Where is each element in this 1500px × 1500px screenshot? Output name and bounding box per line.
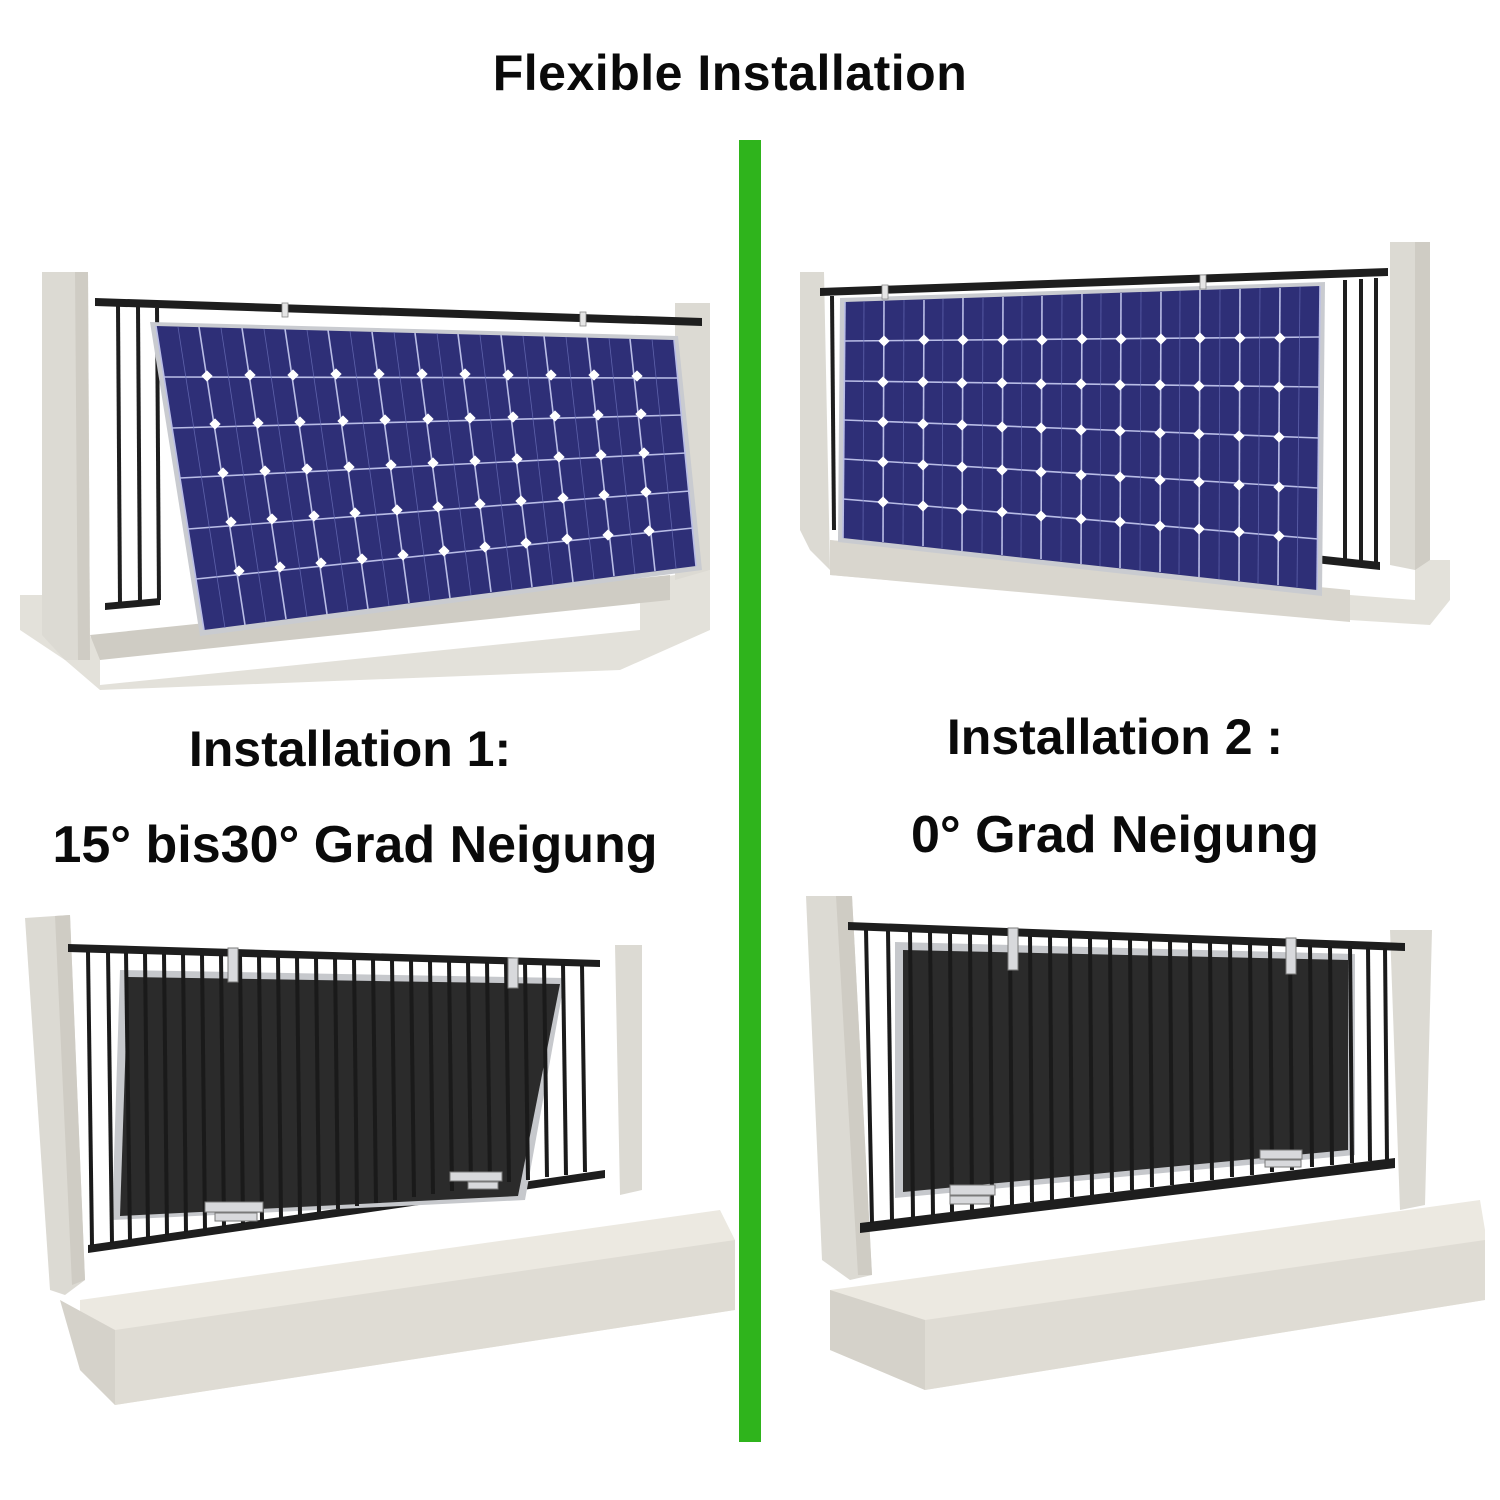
installation-2-title: Installation 2 : <box>946 709 1284 765</box>
green-divider <box>739 140 761 1442</box>
tilted-panel-rear-illustration <box>25 915 735 1405</box>
tilted-panel-front-illustration <box>20 272 710 690</box>
page-title: Flexible Installation <box>492 45 968 101</box>
installation-1-tilt-label: 15° bis30° Grad Neigung <box>52 816 658 874</box>
vertical-panel-front-illustration <box>800 242 1450 625</box>
installation-2-tilt-label: 0° Grad Neigung <box>911 806 1319 864</box>
vertical-panel-rear-illustration <box>806 896 1485 1390</box>
installation-1-title: Installation 1: <box>188 721 512 777</box>
